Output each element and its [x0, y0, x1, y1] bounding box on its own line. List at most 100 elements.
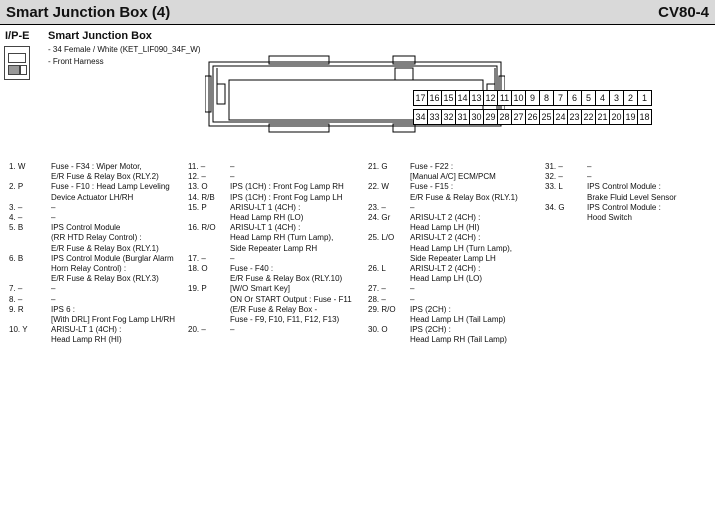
header-bar: Smart Junction Box (4) CV80-4 [0, 0, 715, 24]
pin-number: 11. – [188, 162, 206, 171]
pin-number: 29. R/O [368, 304, 396, 314]
pin-cell: 34 [413, 109, 428, 125]
pin-description: Hood Switch [587, 212, 632, 222]
pin-description: Head Lamp RH (Turn Lamp), [230, 233, 334, 243]
pin-cell: 1 [637, 90, 652, 106]
pin-cell: 18 [637, 109, 652, 125]
pin-cell: 31 [455, 109, 470, 125]
pin-number: 12. – [188, 172, 206, 182]
component-title: Smart Junction Box [48, 30, 152, 42]
pin-description: Brake Fluid Level Sensor [587, 192, 677, 202]
pin-cell: 7 [553, 90, 568, 106]
pin-description: IPS Control Module : [587, 202, 661, 212]
pin-cell: 6 [567, 90, 582, 106]
pin-cell: 3 [609, 90, 624, 106]
pin-description: Head Lamp LH (Tail Lamp) [410, 314, 506, 324]
pin-cell: 17 [413, 90, 428, 106]
pin-cell: 9 [525, 90, 540, 106]
pin-description: IPS Control Module [51, 223, 121, 233]
pin-description: IPS Control Module (Burglar Alarm [51, 253, 174, 263]
pin-cell: 11 [497, 90, 512, 106]
pin-number: 30. O [368, 325, 388, 335]
pin-description: ARISU-LT 1 (4CH) : [51, 325, 122, 335]
pin-number: 20. – [188, 325, 206, 335]
pin-number: 27. – [368, 284, 386, 294]
pin-description: IPS (1CH) : Front Fog Lamp LH [230, 192, 343, 202]
pin-number: 2. P [9, 182, 24, 192]
pin-description: Horn Relay Control) : [51, 263, 127, 273]
pin-description: Head Lamp LH (Turn Lamp), [410, 243, 512, 253]
pin-description: Fuse - F40 : [230, 263, 274, 273]
pin-cell: 5 [581, 90, 596, 106]
pin-number: 5. B [9, 223, 24, 233]
pin-number: 22. W [368, 182, 389, 192]
pin-description: ARISU-LT 2 (4CH) : [410, 233, 481, 243]
pin-number: 28. – [368, 294, 386, 304]
pin-number: 24. Gr [368, 212, 391, 222]
pin-description: ARISU-LT 2 (4CH) : [410, 212, 481, 222]
pin-description: [W/O Smart Key] [230, 284, 291, 294]
pin-description: Side Repeater Lamp RH [230, 243, 318, 253]
pin-description: [With DRL] Front Fog Lamp LH/RH [51, 314, 176, 324]
pin-number: 4. – [9, 212, 23, 222]
pin-cell: 12 [483, 90, 498, 106]
pin-description: – [410, 202, 415, 212]
pin-description: – [410, 284, 415, 294]
pin-cell: 2 [623, 90, 638, 106]
pin-cell: 8 [539, 90, 554, 106]
pin-cell: 19 [623, 109, 638, 125]
pin-description: [Manual A/C] ECM/PCM [410, 172, 496, 182]
pin-number: 15. P [188, 202, 207, 212]
pin-description: – [51, 284, 56, 294]
pin-number: 23. – [368, 202, 386, 212]
pin-description: – [51, 212, 56, 222]
pin-description: Fuse - F34 : Wiper Motor, [51, 162, 142, 171]
pin-number: 21. G [368, 162, 388, 171]
pin-description: E/R Fuse & Relay Box (RLY.1) [51, 243, 159, 253]
pin-number: 31. – [545, 162, 563, 171]
pin-description: E/R Fuse & Relay Box (RLY.2) [51, 172, 159, 182]
page-title: Smart Junction Box (4) [6, 4, 171, 21]
pin-cell: 33 [427, 109, 442, 125]
pin-description: E/R Fuse & Relay Box (RLY.10) [230, 274, 343, 284]
pin-description: – [230, 325, 235, 335]
pin-cell: 27 [511, 109, 526, 125]
pin-number: 7. – [9, 284, 23, 294]
pin-description: Head Lamp RH (Tail Lamp) [410, 335, 507, 345]
location-code: I/P-E [5, 30, 30, 42]
pin-number: 32. – [545, 172, 563, 182]
pin-description: IPS (2CH) : [410, 325, 451, 335]
pin-description: Head Lamp LH (HI) [410, 223, 480, 233]
pin-description: (E/R Fuse & Relay Box - [230, 304, 318, 314]
pin-description: – [51, 294, 56, 304]
pin-description: (RR HTD Relay Control) : [51, 233, 142, 243]
pin-description: IPS Control Module : [587, 182, 661, 192]
pin-description: E/R Fuse & Relay Box (RLY.3) [51, 274, 159, 284]
pin-description: – [587, 162, 592, 171]
pin-number: 16. R/O [188, 223, 216, 233]
pin-description: E/R Fuse & Relay Box (RLY.1) [410, 192, 518, 202]
pin-number: 13. O [188, 182, 208, 192]
pin-number: 14. R/B [188, 192, 215, 202]
pin-description: ARISU-LT 2 (4CH) : [410, 263, 481, 273]
pin-description: Head Lamp RH (LO) [230, 212, 304, 222]
pin-cell: 28 [497, 109, 512, 125]
component-harness: - Front Harness [48, 57, 104, 66]
pin-description: Fuse - F10 : Head Lamp Leveling [51, 182, 170, 192]
pin-number: 17. – [188, 253, 206, 263]
pin-description: – [51, 202, 56, 212]
pin-cell: 29 [483, 109, 498, 125]
pin-number: 26. L [368, 263, 386, 273]
pin-description: Head Lamp RH (HI) [51, 335, 122, 345]
pin-cell: 23 [567, 109, 582, 125]
pin-cell: 4 [595, 90, 610, 106]
page-code: CV80-4 [658, 4, 709, 21]
content-pane [0, 24, 715, 512]
pin-cell: 14 [455, 90, 470, 106]
pin-description: – [410, 294, 415, 304]
pin-cell: 16 [427, 90, 442, 106]
pin-number: 19. P [188, 284, 207, 294]
component-spec: - 34 Female / White (KET_LIF090_34F_W) [48, 45, 201, 54]
